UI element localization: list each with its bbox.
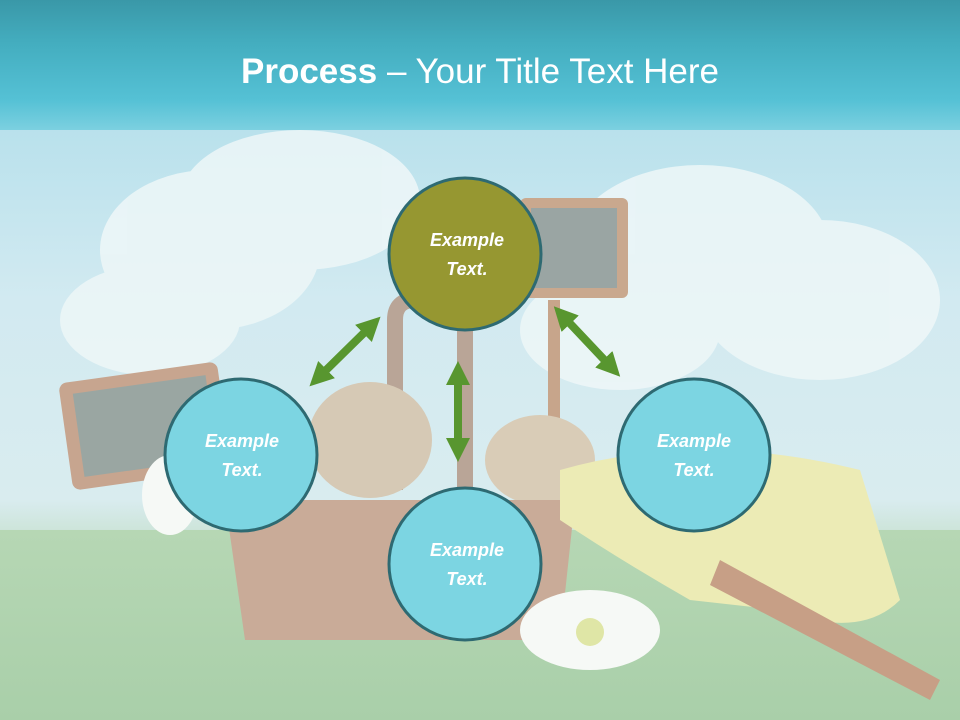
- node-left-line2: Text.: [221, 460, 262, 480]
- trowel-handle: [710, 560, 940, 700]
- title-rest: – Your Title Text Here: [377, 52, 719, 91]
- node-top-line1: Example: [430, 230, 504, 250]
- node-bottom: Example Text.: [387, 486, 543, 642]
- arrow-top-left: [309, 316, 381, 387]
- title-bold: Process: [241, 52, 378, 91]
- arrow-top-right: [553, 306, 621, 377]
- node-left-line1: Example: [205, 431, 279, 451]
- chalk-sign: [520, 198, 628, 420]
- title-bar: [0, 0, 960, 130]
- node-right-line2: Text.: [673, 460, 714, 480]
- node-left: Example Text.: [163, 377, 319, 533]
- clouds: [60, 130, 940, 390]
- node-top-line2: Text.: [446, 259, 487, 279]
- node-bottom-line2: Text.: [446, 569, 487, 589]
- node-right-line1: Example: [657, 431, 731, 451]
- daisy: [142, 455, 660, 670]
- node-bottom-line1: Example: [430, 540, 504, 560]
- node-right: Example Text.: [616, 377, 772, 533]
- slide-title: Process – Your Title Text Here: [0, 52, 960, 92]
- twine-ball: [308, 382, 432, 498]
- node-top: Example Text.: [387, 176, 543, 332]
